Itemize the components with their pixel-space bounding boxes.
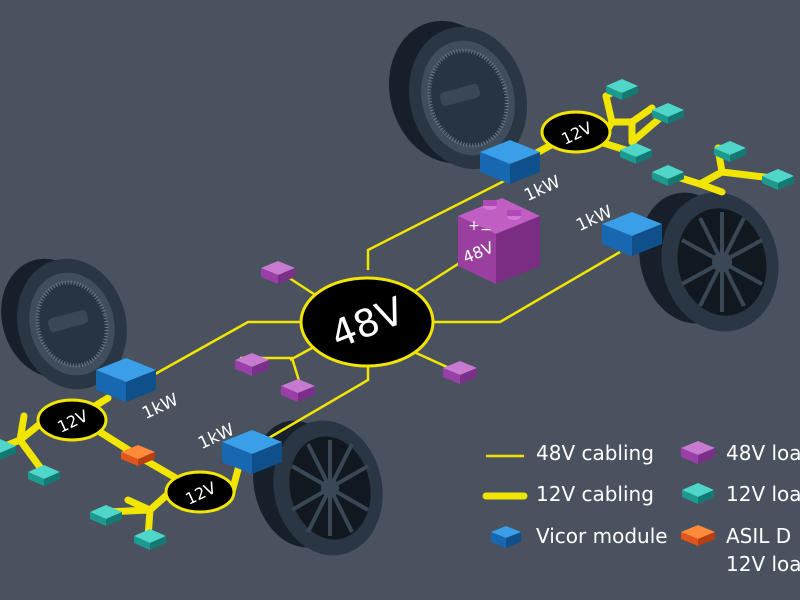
load-12v — [28, 465, 60, 486]
converter-12v-front-left: 12V — [164, 470, 236, 514]
battery-48v: + − 48V — [458, 198, 540, 284]
legend-vicor-module-label: Vicor module — [536, 524, 668, 548]
converter-12v-rear-left: 12V — [36, 398, 108, 442]
battery-plus: + — [468, 218, 480, 234]
battery-minus: − — [480, 222, 492, 238]
legend-asil-d-sublabel: 12V loa — [726, 552, 800, 576]
converter-12v-rear-right: 12V — [540, 110, 612, 154]
load-48v — [261, 261, 295, 284]
load-12v — [762, 169, 794, 190]
central-48v-bus: 48V — [299, 276, 435, 368]
legend-12v-load-label: 12V loa — [726, 482, 800, 506]
wheel-front-left — [253, 420, 383, 556]
legend-asil-d-label: ASIL D — [726, 524, 792, 548]
load-12v — [652, 165, 684, 186]
load-48v — [235, 353, 269, 376]
legend-vicor-swatch — [491, 526, 521, 548]
legend-12v-cabling-label: 12V cabling — [536, 482, 654, 506]
load-12v — [134, 529, 166, 550]
legend-48v-load-swatch — [681, 441, 715, 464]
wheel-rear-left — [1, 258, 127, 390]
legend-48v-cabling-label: 48V cabling — [536, 441, 654, 465]
load-48v — [281, 379, 315, 402]
legend-12v-load-swatch — [682, 483, 714, 504]
wheel-rear-right — [388, 20, 528, 170]
wheel-front-right — [639, 192, 779, 332]
legend-48v-load-label: 48V loa — [726, 441, 800, 465]
legend-swatches — [482, 441, 715, 548]
power-label-rear-left: 1kW — [139, 390, 182, 424]
cabling-48v — [147, 176, 621, 444]
load-48v — [443, 361, 477, 384]
legend-asil-swatch — [681, 525, 715, 546]
